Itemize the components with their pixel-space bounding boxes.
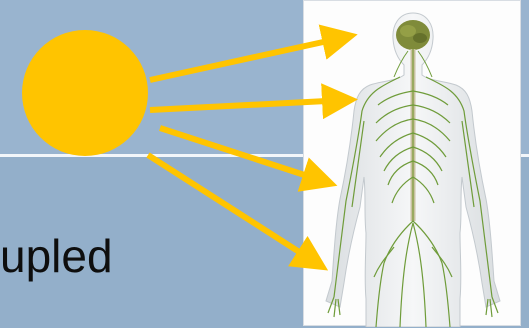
arrow-to-brain: [150, 37, 346, 80]
arrow-to-upper-body: [150, 100, 346, 110]
sun-icon: [22, 30, 148, 156]
arrow-to-torso: [160, 128, 326, 182]
